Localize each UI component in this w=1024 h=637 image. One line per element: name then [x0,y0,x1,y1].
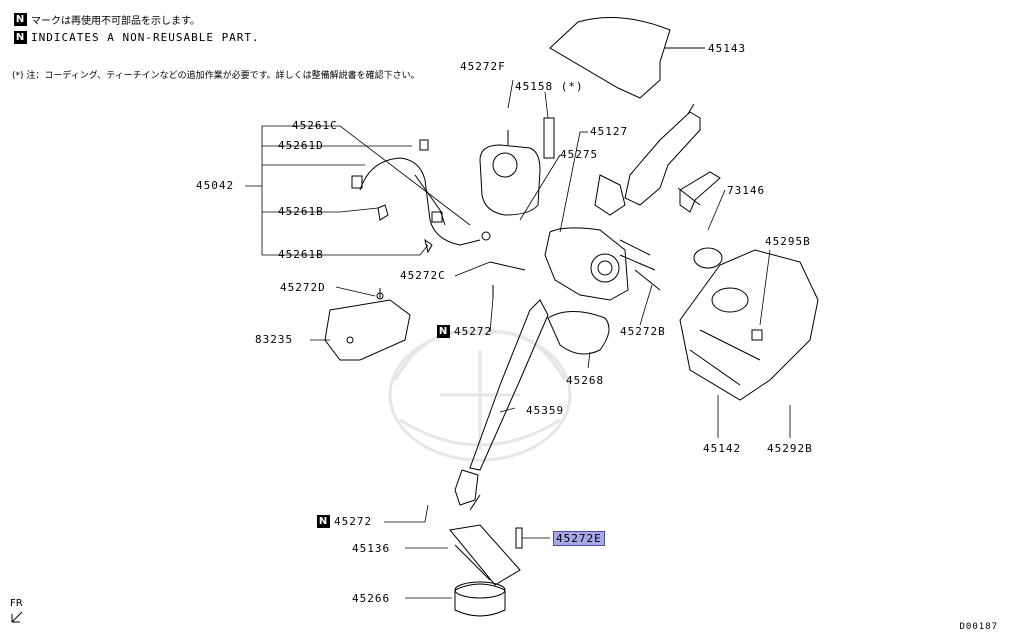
part-label-45127[interactable]: 45127 [590,125,629,138]
part-label-45272F[interactable]: 45272F [460,60,506,73]
leader-lines [245,79,791,599]
wire-harness [359,157,481,246]
part-label-45261B[interactable]: 45261B [278,248,324,261]
ring-73146 [693,247,723,269]
part-label-45261C[interactable]: 45261C [292,119,338,132]
legend-en-text: INDICATES A NON-REUSABLE PART. [31,31,260,44]
non-reusable-badge: N [14,31,27,44]
intermediate-shaft [469,299,549,471]
watermark-emblem [388,328,572,462]
diagram-code: D00187 [959,622,998,632]
part-label-45261D[interactable]: 45261D [278,139,324,152]
part-label-45042[interactable]: 45042 [196,179,235,192]
part-label-45272E-highlighted[interactable]: 45272E [553,531,605,546]
part-label-45359[interactable]: 45359 [526,404,565,417]
part-label-83235[interactable]: 83235 [255,333,294,346]
part-label-45272D[interactable]: 45272D [280,281,326,294]
non-reusable-badge: N [437,325,450,338]
part-label-45275[interactable]: 45275 [560,148,599,161]
part-label-45266[interactable]: 45266 [352,592,391,605]
fr-arrow-icon [11,611,23,623]
coding-note: (*) 注：コーディング、ティーチインなどの追加作業が必要です。詳しくは整備解説… [12,71,420,81]
bracket-83235 [324,299,411,361]
legend-en: N INDICATES A NON-REUSABLE PART. [14,31,260,44]
part-label-45143[interactable]: 45143 [708,42,747,55]
part-label-45272C[interactable]: 45272C [400,269,446,282]
part-number-text: 45272 [454,325,493,338]
part-number-text: 45272 [334,515,373,528]
part-label-45272[interactable]: N 45272 [317,515,372,528]
non-reusable-badge: N [317,515,330,528]
legend-jp: N マークは再使用不可部品を示します。 [14,12,200,27]
boot-45136 [449,524,521,586]
part-label-45272B[interactable]: 45272B [620,325,666,338]
legend-jp-text: マークは再使用不可部品を示します。 [31,16,200,27]
eps-control-unit [544,227,629,301]
fr-label: FR [10,598,23,609]
part-label-45261B[interactable]: 45261B [278,205,324,218]
part-label-73146[interactable]: 73146 [727,184,766,197]
part-label-45268[interactable]: 45268 [566,374,605,387]
non-reusable-badge: N [14,13,27,26]
part-label-45272[interactable]: N 45272 [437,325,492,338]
part-label-45158[interactable]: 45158 (*) [515,80,584,93]
eps-motor [479,144,541,216]
part-label-45136[interactable]: 45136 [352,542,391,555]
column-cover-upper [549,17,671,99]
part-label-45142[interactable]: 45142 [703,442,742,455]
column-cover-lower [679,249,819,401]
steering-column [624,111,701,206]
sensor-45158 [543,117,555,159]
part-label-45292B[interactable]: 45292B [767,442,813,455]
part-label-45295B[interactable]: 45295B [765,235,811,248]
grommet-45266 [454,583,506,617]
band-45268 [547,311,610,355]
